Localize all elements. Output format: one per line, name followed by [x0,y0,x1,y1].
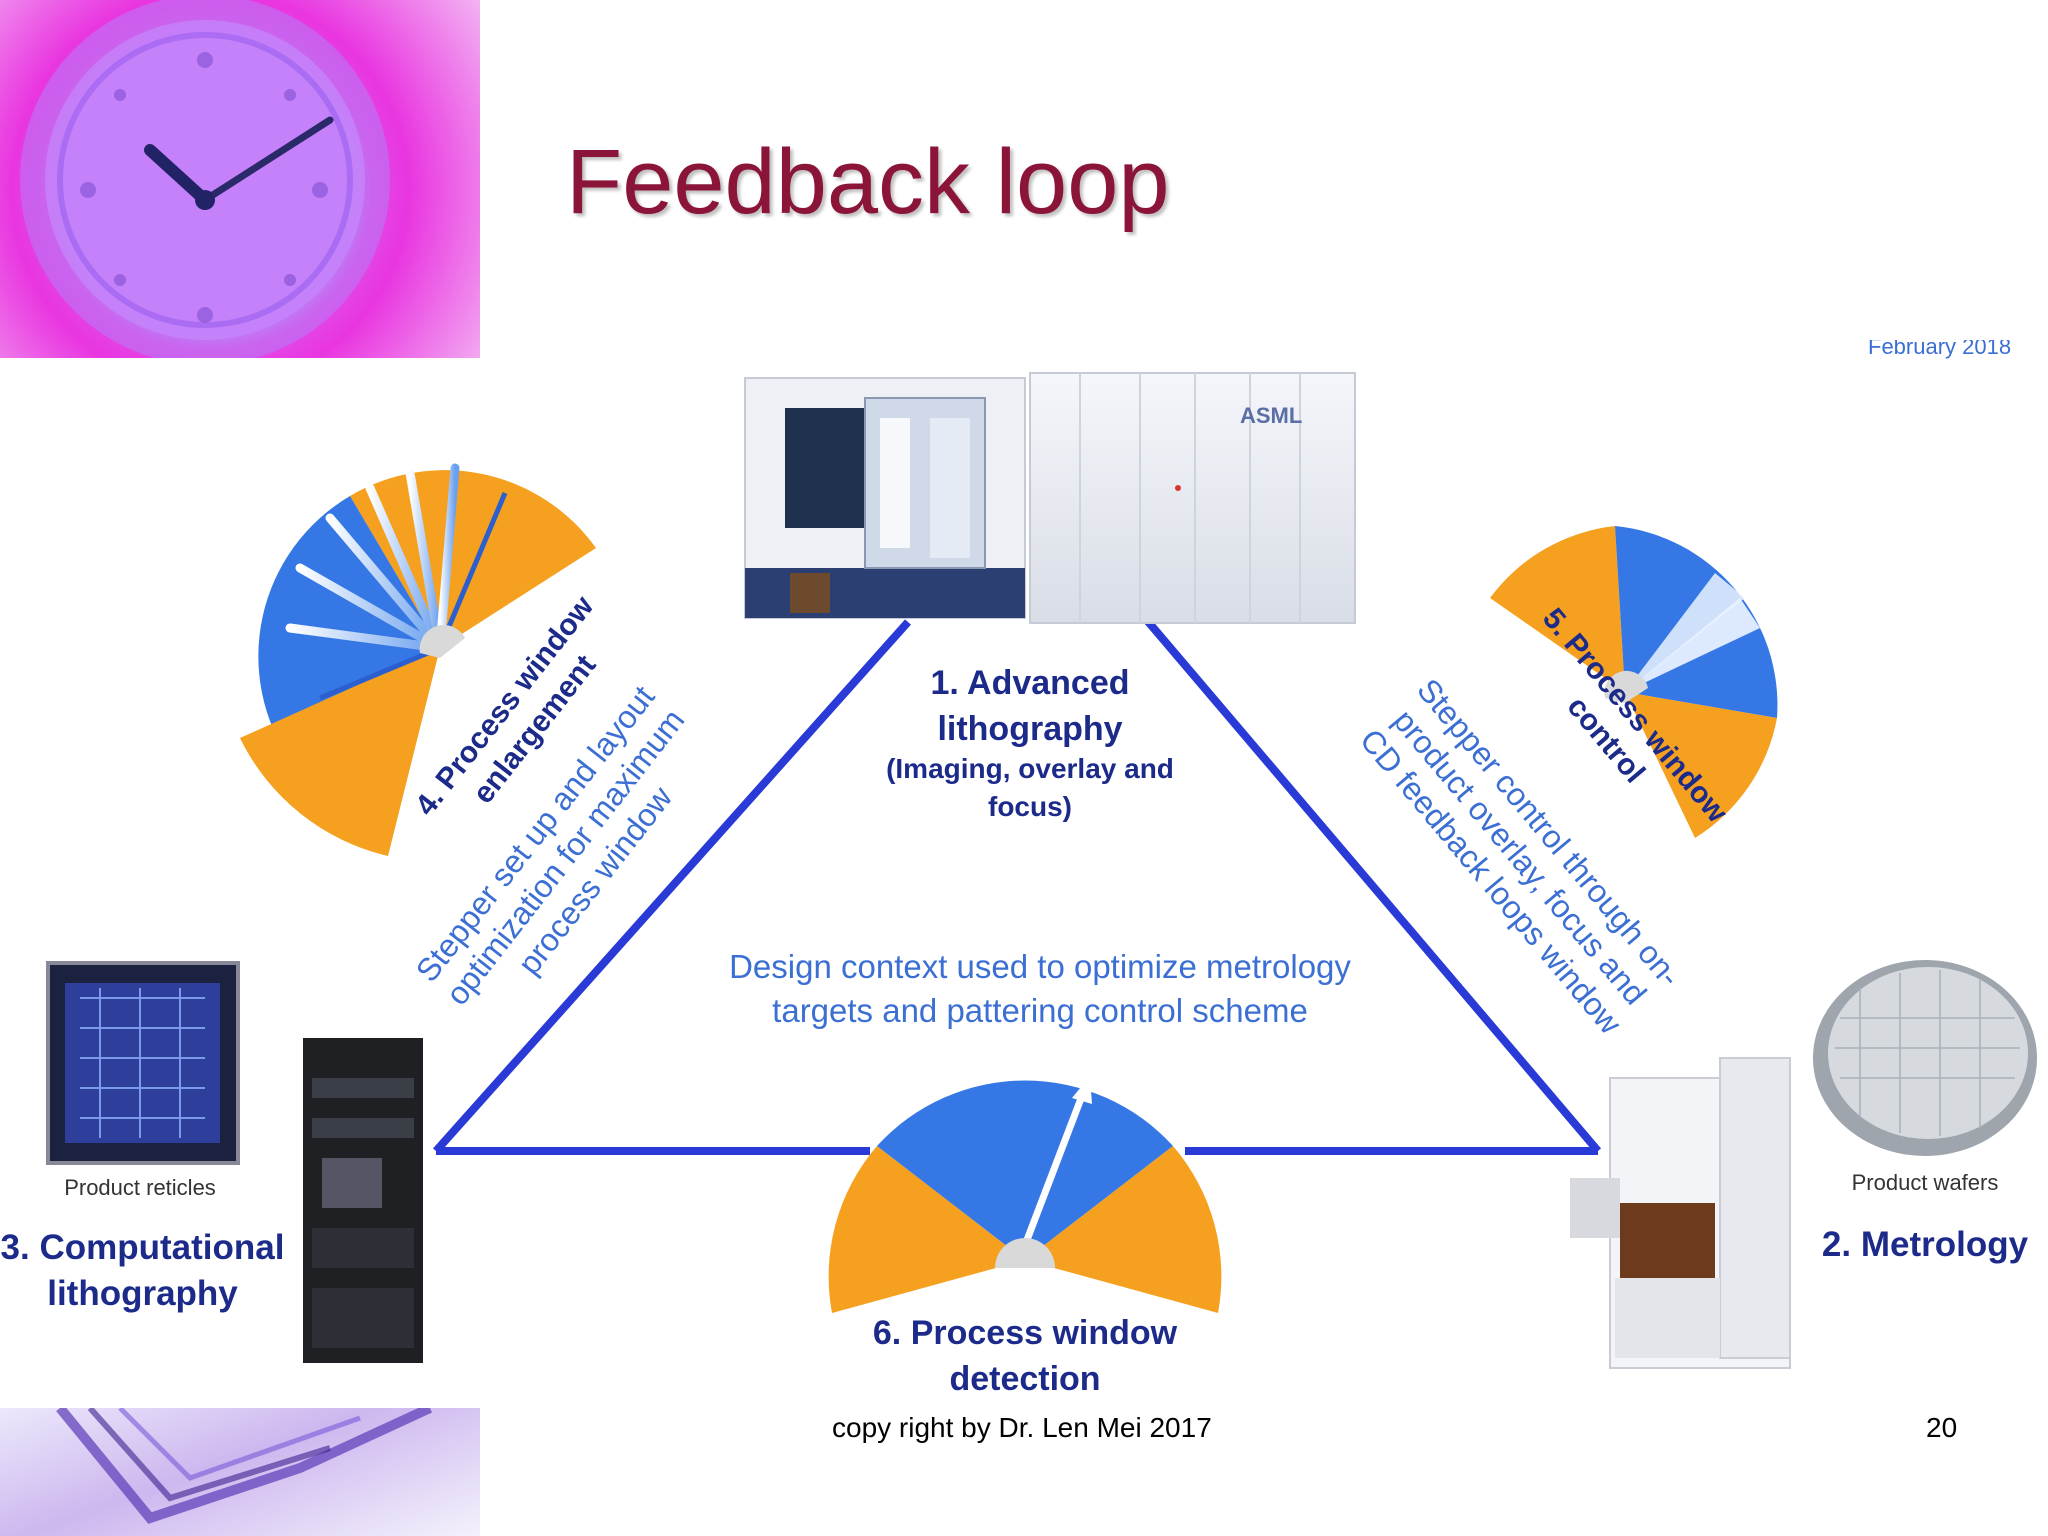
feedback-loop-diagram [46,372,2037,1369]
copyright-footer: copy right by Dr. Len Mei 2017 [832,1412,1212,1443]
papers-photo [0,1408,480,1536]
process-window-detection-gauge [828,1076,1222,1313]
computational-server-image [303,1038,423,1363]
computational-lithography-title: 3. Computational lithography [0,1228,285,1313]
metrology-title: 2. Metrology [1821,1225,2029,1264]
process-window-enlargement-gauge [240,463,596,856]
advanced-lithography-subtitle: (Imaging, overlay and focus) [886,753,1174,822]
center-description: Design context used to optimize metrolog… [729,948,1351,1029]
page-number: 20 [1926,1412,1958,1443]
partial-header-text: February 2018 [1868,340,2012,359]
asml-brand-label: ASML [1240,403,1303,428]
product-wafer-image [1813,960,2037,1156]
product-reticle-image [46,961,240,1165]
product-wafers-label: Product wafers [1851,1170,1999,1195]
process-window-control-gauge [1490,526,1778,838]
loop-triangle [433,595,1602,1155]
papers-icon [56,1408,433,1524]
process-window-detection-label: 6. Process window detection [872,1314,1178,1398]
clock-photo [0,0,480,358]
clock-icon [20,0,390,358]
advanced-lithography-title: 1. Advanced lithography [930,664,1130,748]
product-reticles-label: Product reticles [64,1175,216,1200]
lithography-machine-image [744,372,1356,624]
page-title: Feedback loop [566,131,1170,233]
metrology-tool-image [1570,1057,1791,1369]
